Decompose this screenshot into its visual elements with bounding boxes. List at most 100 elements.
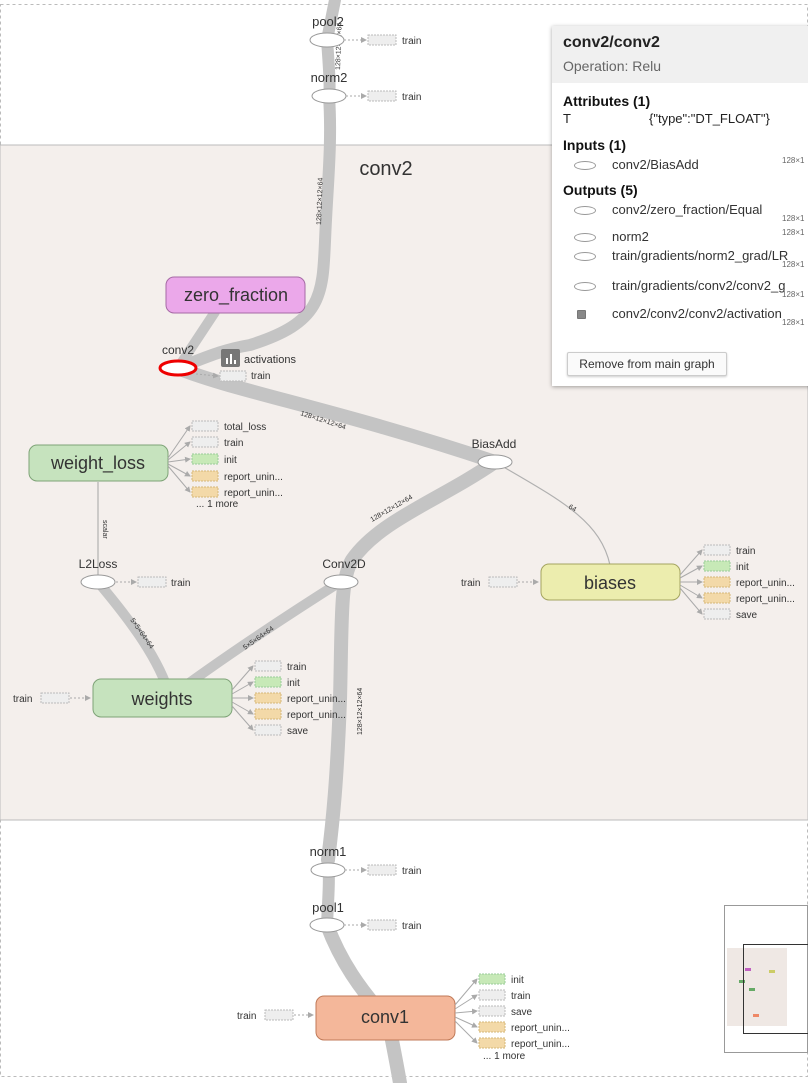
edge-label: 128×12×12×64 [316, 177, 325, 225]
aux-label: report_unin... [287, 694, 346, 705]
panel-title: conv2/conv2 [563, 34, 660, 51]
minimap-node [753, 1014, 759, 1017]
pool1-label: pool1 [312, 900, 344, 915]
aux-train[interactable]: train [346, 90, 421, 103]
op-node-icon [574, 161, 596, 170]
aux-label: train [402, 866, 421, 877]
weights-node[interactable]: weights [92, 678, 233, 718]
aux-label: report_unin... [736, 594, 795, 605]
output-name: norm2 [612, 229, 649, 244]
aux-label: save [287, 726, 309, 737]
conv2d-label: Conv2D [322, 557, 366, 571]
biasadd-node[interactable]: BiasAdd [472, 437, 517, 470]
weight-loss-aux[interactable]: total_loss train init report_unin... rep… [167, 420, 283, 510]
remove-from-main-graph-button[interactable]: Remove from main graph [567, 352, 727, 376]
pool2-label: pool2 [312, 14, 344, 29]
aux-train[interactable]: train [13, 692, 91, 705]
output-shape: 128×1 [782, 214, 805, 223]
aux-label: train [171, 578, 190, 589]
aux-train[interactable]: train [344, 919, 421, 932]
output-shape: 128×1 [782, 260, 805, 269]
aux-label: train [736, 546, 755, 557]
aux-train[interactable]: train [116, 576, 190, 589]
aux-more[interactable]: ... 1 more [196, 499, 239, 510]
conv2d-node[interactable]: Conv2D [322, 557, 366, 590]
minimap-node [749, 988, 755, 991]
weight-loss-label: weight_loss [50, 453, 145, 474]
norm1-node[interactable]: norm1 [310, 844, 347, 878]
aux-label: train [224, 438, 243, 449]
aux-train[interactable]: train [195, 370, 270, 382]
aux-label: train [402, 921, 421, 932]
biases-node[interactable]: biases [540, 563, 681, 601]
minimap-node [769, 970, 775, 973]
output-row[interactable]: norm2 128×1 [552, 228, 808, 247]
aux-label: init [736, 562, 749, 573]
conv1-node[interactable]: conv1 [315, 995, 456, 1041]
output-row[interactable]: train/gradients/conv2/conv2_g 128×1 [552, 278, 808, 299]
aux-label: init [287, 678, 300, 689]
aux-label: report_unin... [511, 1023, 570, 1034]
minimap-viewport[interactable] [743, 944, 808, 1034]
output-shape: 128×1 [782, 290, 805, 299]
biases-aux[interactable]: train init report_unin... report_unin...… [679, 544, 795, 621]
conv1-label: conv1 [361, 1007, 409, 1027]
norm2-label: norm2 [311, 70, 348, 85]
attribute-key: T [563, 111, 571, 126]
aux-label: train [402, 92, 421, 103]
activations-label: activations [244, 354, 296, 366]
biasadd-label: BiasAdd [472, 437, 517, 451]
edge-label: 128×12×12×64 [357, 688, 364, 735]
summary-icon [577, 310, 586, 319]
attributes-header: Attributes (1) [563, 93, 651, 109]
aux-label: train [511, 991, 530, 1002]
op-node-icon [574, 282, 596, 291]
aux-more[interactable]: ... 1 more [483, 1051, 526, 1062]
weights-label: weights [130, 689, 192, 709]
conv2-relu-label: conv2 [162, 343, 194, 357]
aux-label: init [511, 975, 524, 986]
aux-label: report_unin... [511, 1039, 570, 1050]
pool2-node[interactable]: pool2 [309, 14, 345, 48]
op-node-icon [574, 206, 596, 215]
input-name: conv2/BiasAdd [612, 157, 699, 172]
aux-label: total_loss [224, 422, 266, 433]
aux-label: report_unin... [224, 488, 283, 499]
minimap-node [739, 980, 745, 983]
zero-fraction-node[interactable]: zero_fraction [165, 276, 306, 314]
input-row[interactable]: conv2/BiasAdd 128×1 [552, 156, 808, 175]
output-row[interactable]: conv2/conv2/conv2/activation 128×1 [552, 306, 808, 327]
aux-train[interactable]: train [461, 576, 539, 589]
zero-fraction-label: zero_fraction [184, 285, 288, 306]
minimap[interactable] [724, 905, 808, 1053]
output-row[interactable]: conv2/zero_fraction/Equal 128×1 [552, 202, 808, 223]
scope-title: conv2 [359, 158, 412, 180]
op-node-icon [574, 233, 596, 242]
outputs-header: Outputs (5) [563, 182, 638, 198]
output-row[interactable]: train/gradients/norm2_grad/LR 128×1 [552, 248, 808, 269]
weights-aux[interactable]: train init report_unin... report_unin...… [231, 660, 346, 737]
aux-label: init [224, 455, 237, 466]
conv1-aux[interactable]: init train save report_unin... report_un… [454, 973, 570, 1062]
aux-train[interactable]: train [345, 864, 421, 877]
aux-label: save [736, 610, 758, 621]
panel-subtitle: Operation: Relu [563, 58, 662, 74]
l2loss-label: L2Loss [79, 557, 118, 571]
l2loss-node[interactable]: L2Loss [79, 557, 118, 590]
op-node-icon [574, 252, 596, 261]
aux-train[interactable]: train [344, 34, 421, 47]
conv2-relu-node[interactable]: conv2 [158, 343, 198, 377]
edge-label: scalar [101, 520, 108, 539]
aux-label: train [13, 694, 32, 705]
node-info-panel: conv2/conv2 Operation: Relu Attributes (… [552, 26, 808, 386]
output-name: conv2/zero_fraction/Equal [612, 202, 763, 217]
activations-summary[interactable]: activations [221, 349, 296, 367]
minimap-node [745, 968, 751, 971]
aux-label: report_unin... [287, 710, 346, 721]
edge-label: 128×12×12×64 [335, 22, 344, 70]
weight-loss-node[interactable]: weight_loss [28, 444, 169, 482]
aux-label: train [402, 36, 421, 47]
aux-train[interactable]: train [237, 1009, 314, 1022]
norm2-node[interactable]: norm2 [311, 70, 348, 104]
thin-edges [97, 461, 611, 582]
